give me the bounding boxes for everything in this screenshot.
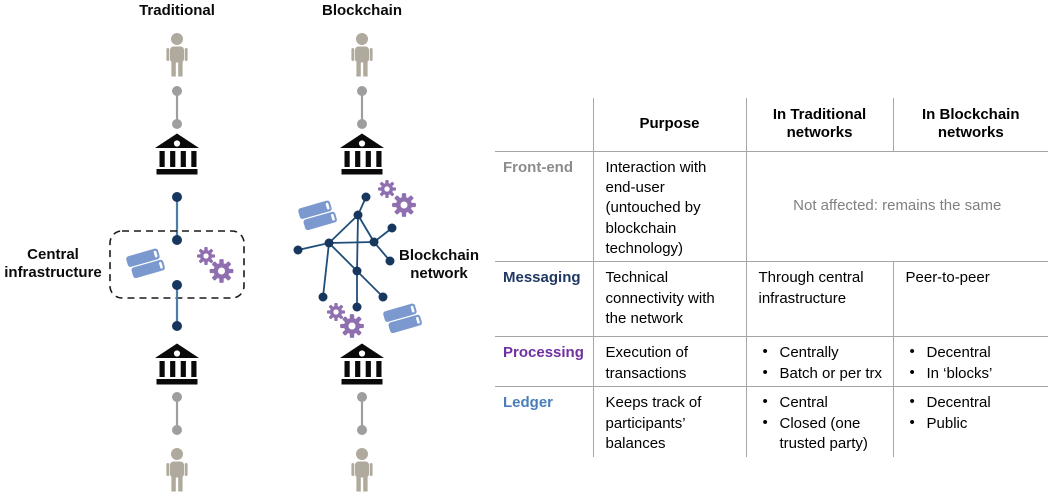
blockchain-network-graph [293,192,397,312]
bullet-item: Batch or per trx [759,363,885,384]
traditional-heading: Traditional [139,2,215,19]
connector-blue [172,192,182,245]
header-purpose: Purpose [592,98,746,151]
connector-gray [357,392,367,435]
gears-icon [209,259,234,283]
network-node [361,192,371,202]
bank-icon [155,343,199,385]
bullet-item: Public [906,413,1041,434]
header-blockchain: In Blockchain networks [892,98,1048,151]
comparison-table: Purpose In Traditional networks In Block… [495,98,1048,457]
network-node [293,245,303,255]
connector-gray [357,86,367,129]
cell-processing-blockchain: Decentral In ‘blocks’ [892,336,1048,387]
network-node [387,223,397,233]
table-row-processing: Processing Execution of transactions Cen… [495,336,1048,387]
person-icon [166,448,188,492]
bullet-item: Closed (one trusted party) [759,413,885,455]
cell-messaging-blockchain: Peer-to-peer [892,261,1048,337]
gears-icon [197,247,215,265]
bank-icon [340,133,384,175]
cell-ledger-blockchain: Decentral Public [892,386,1048,457]
table-row-messaging: Messaging Technical connectivity with th… [495,261,1048,337]
comparison-diagram: Traditional Blockchain Central infrastru… [0,0,495,495]
cell-messaging-traditional: Through central infrastructure [745,261,893,337]
bank-icon [155,133,199,175]
network-node [353,210,363,220]
table-row-frontend: Front-end Interaction with end-user (unt… [495,150,1048,262]
bullet-item: Centrally [759,342,885,363]
network-node [324,238,334,248]
connector-blue [172,280,182,331]
network-node [378,292,388,302]
books-icon [297,199,338,232]
gears-icon [327,303,345,321]
connector-gray [172,392,182,435]
cell-ledger-purpose: Keeps track of participants’ balances [592,386,746,457]
cell-ledger-traditional: Central Closed (one trusted party) [745,386,893,457]
person-icon [351,448,373,492]
header-traditional: In Traditional networks [745,98,893,151]
network-node [352,266,362,276]
cell-messaging-purpose: Technical connectivity with the network [592,261,746,337]
cell-frontend-purpose: Interaction with end-user (untouched by … [592,150,746,262]
connector-gray [172,86,182,129]
network-node [352,302,362,312]
table-header-row: Purpose In Traditional networks In Block… [495,98,1048,151]
bullet-item: Decentral [906,392,1041,413]
bank-icon [340,343,384,385]
row-label-messaging: Messaging [495,261,593,337]
bullet-item: Decentral [906,342,1041,363]
diagram-canvas [109,33,423,492]
cell-frontend-both: Not affected: remains the same [745,150,1048,262]
blockchain-heading: Blockchain [321,2,403,19]
person-icon [166,33,188,77]
central-infrastructure-label: Central infrastructure [4,246,102,282]
gears-icon [378,180,396,198]
gears-icon [392,193,416,217]
cell-processing-traditional: Centrally Batch or per trx [745,336,893,387]
network-node [385,256,395,266]
row-label-ledger: Ledger [495,386,593,457]
row-label-frontend: Front-end [495,150,593,262]
bullet-item: Central [759,392,885,413]
books-icon [125,247,166,280]
network-node [369,237,379,247]
person-icon [351,33,373,77]
network-node [318,292,328,302]
row-label-processing: Processing [495,336,593,387]
header-empty [495,98,593,151]
cell-processing-purpose: Execution of transactions [592,336,746,387]
books-icon [382,302,423,335]
table-row-ledger: Ledger Keeps track of participants’ bala… [495,386,1048,457]
bullet-item: In ‘blocks’ [906,363,1041,384]
gears-icon [340,314,364,338]
blockchain-network-label: Blockchain network [398,247,480,283]
